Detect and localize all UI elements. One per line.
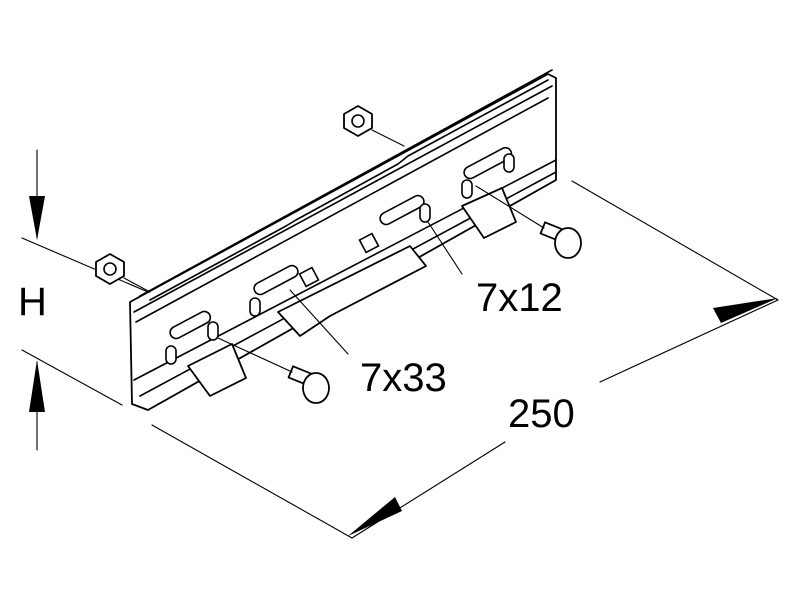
nut-left-hole	[103, 262, 117, 276]
slot-long-3	[379, 194, 425, 226]
height-dimension	[21, 149, 149, 451]
slot-small-6	[503, 153, 515, 173]
height-extension-line-bottom	[21, 349, 123, 406]
height-label: H	[18, 280, 47, 324]
slot-small-2	[207, 321, 219, 341]
bolt-right-axis	[475, 185, 545, 229]
slot-small-label: 7x12	[476, 276, 563, 320]
tab-left	[187, 343, 247, 397]
tab-center	[277, 245, 427, 337]
nut-right	[343, 105, 373, 137]
bolt-left-head	[302, 372, 330, 404]
bolt-right-head	[554, 227, 582, 259]
bolt-left-axis	[217, 337, 293, 373]
bolt-right	[539, 221, 582, 259]
leader-slot-small	[427, 221, 463, 275]
nut-right-hole	[351, 114, 365, 128]
nut-left-axis	[123, 277, 151, 293]
length-label: 250	[508, 392, 575, 436]
plate-top-rib-inner	[133, 85, 553, 313]
height-arrow-up	[29, 360, 45, 412]
length-arrow-right	[713, 298, 778, 323]
length-extension-line-right	[571, 180, 779, 301]
height-arrow-down	[29, 196, 45, 240]
square-hole-right	[358, 232, 380, 254]
length-arrow-left	[348, 497, 402, 536]
plate-face	[129, 73, 557, 411]
length-dimension-line-lower	[351, 441, 506, 539]
length-dimension	[151, 180, 779, 539]
slot-small-4	[419, 203, 431, 223]
length-dimension-line-upper	[599, 299, 779, 383]
slot-small-3	[249, 297, 261, 317]
slot-long-2	[253, 264, 299, 296]
slot-small-5	[461, 179, 473, 199]
length-extension-line-left	[151, 424, 353, 539]
slot-small-1	[165, 345, 177, 365]
connector-plate	[129, 69, 557, 411]
plate-top-rib	[139, 69, 553, 297]
slot-long-1	[169, 310, 212, 340]
bolt-left	[287, 365, 330, 404]
height-extension-line-top	[21, 237, 149, 293]
nut-right-axis	[371, 129, 405, 147]
slot-long-label: 7x33	[360, 356, 447, 400]
plate-rib-groove-2	[135, 97, 549, 323]
slot-long-4	[463, 146, 513, 180]
leader-slot-long	[289, 289, 349, 355]
square-hole-left	[298, 266, 320, 288]
plate-rib-groove-1	[149, 79, 549, 301]
nut-left	[95, 253, 125, 285]
